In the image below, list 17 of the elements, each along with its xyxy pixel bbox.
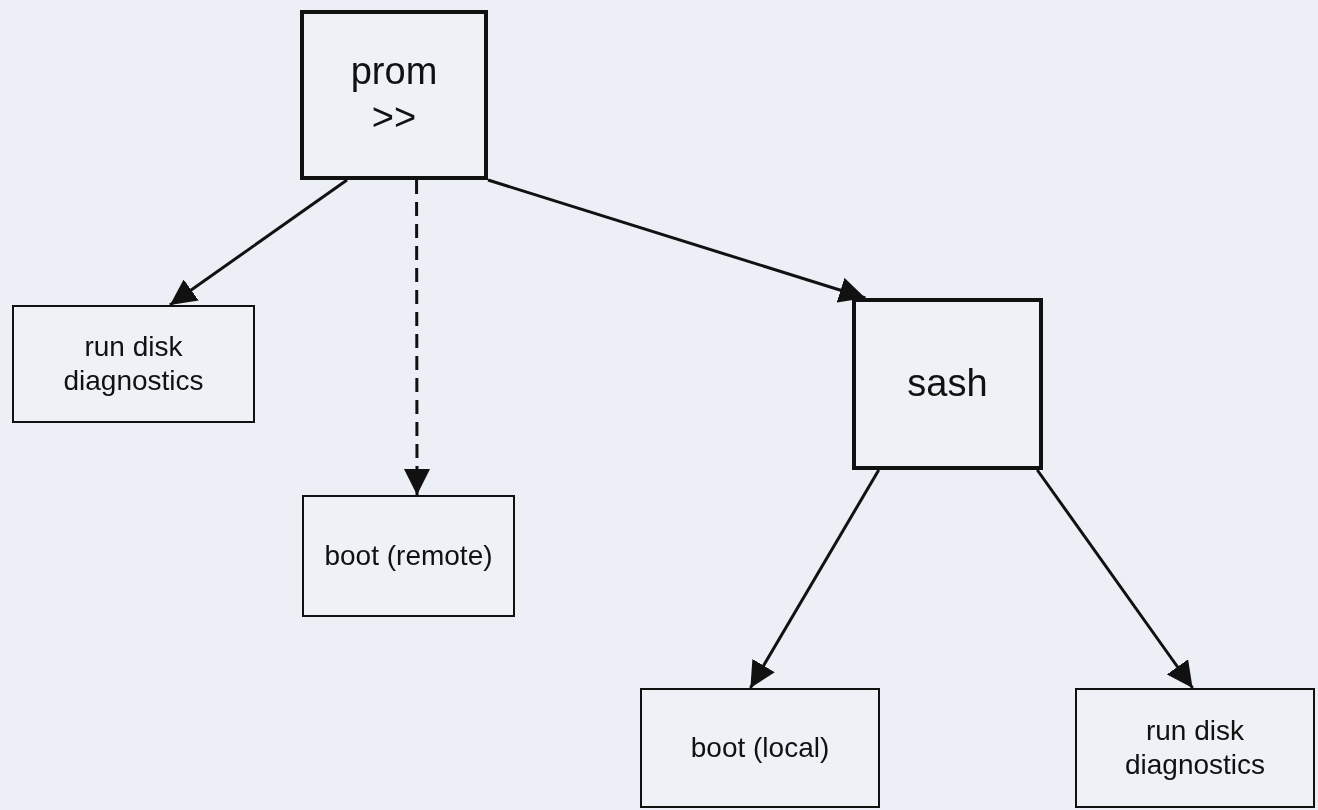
process-box bbox=[300, 10, 488, 180]
process-box bbox=[1075, 688, 1315, 808]
box-label: run disk diagnostics bbox=[1123, 714, 1267, 782]
process-box bbox=[302, 495, 515, 617]
process-box bbox=[852, 298, 1043, 470]
process-box bbox=[640, 688, 880, 808]
box-label: boot (remote) bbox=[324, 539, 493, 573]
box-label: sash bbox=[907, 361, 988, 407]
box-label: prom >> bbox=[349, 49, 439, 140]
arrow bbox=[1036, 469, 1194, 689]
arrow bbox=[404, 180, 430, 495]
box-label: run disk diagnostics bbox=[62, 330, 205, 398]
arrow bbox=[169, 178, 348, 307]
arrow bbox=[487, 178, 866, 303]
arrow bbox=[749, 469, 881, 689]
process-box bbox=[12, 305, 255, 423]
box-label: boot (local) bbox=[690, 731, 830, 765]
